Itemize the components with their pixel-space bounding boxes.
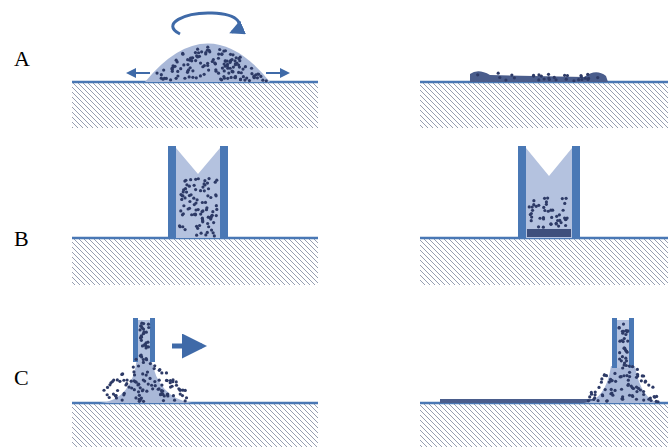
panel-letter: C <box>14 367 29 389</box>
nozzle <box>629 318 634 368</box>
tube-wall <box>220 146 228 238</box>
tube-wall <box>518 146 526 238</box>
particles <box>102 46 659 404</box>
liquid <box>526 148 572 238</box>
substrate <box>72 82 668 447</box>
rotation-arrow <box>173 13 240 34</box>
droplet <box>145 44 270 83</box>
tube-wall <box>572 146 580 238</box>
spread-arrow <box>266 72 288 74</box>
film <box>470 71 608 82</box>
nozzle <box>133 318 138 362</box>
film <box>440 399 600 403</box>
nozzle <box>612 318 617 368</box>
tube-wall <box>168 146 176 238</box>
spread-arrow <box>128 72 150 74</box>
panel-letter: B <box>14 228 29 250</box>
ink-pile <box>100 358 192 403</box>
motion-arrow <box>172 344 202 349</box>
panel-letter: A <box>14 48 30 70</box>
liquid <box>176 148 220 238</box>
ink-pile <box>584 366 660 403</box>
sediment <box>527 229 571 237</box>
nozzle <box>150 318 155 362</box>
